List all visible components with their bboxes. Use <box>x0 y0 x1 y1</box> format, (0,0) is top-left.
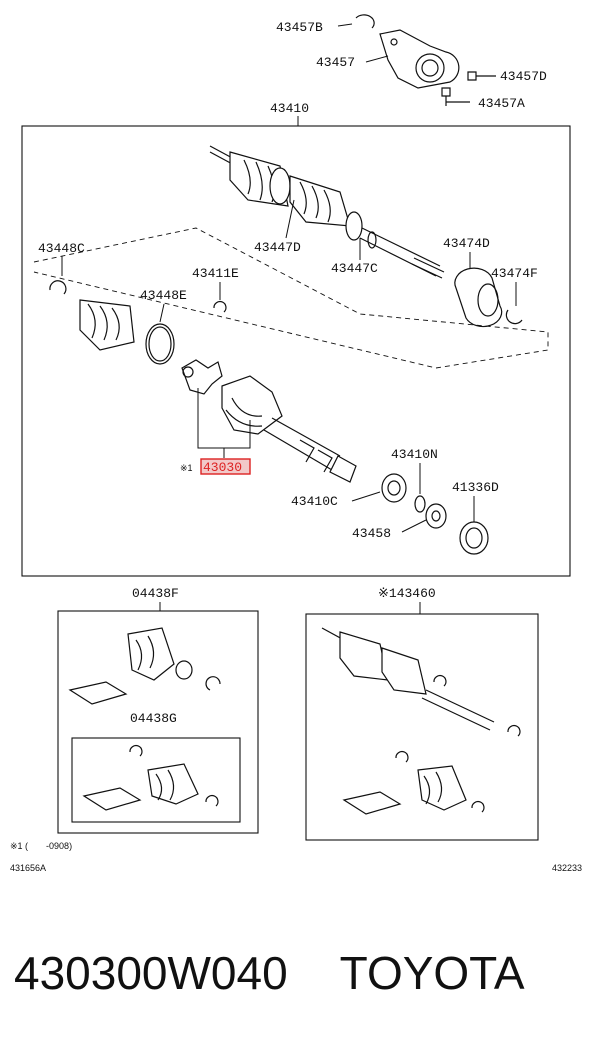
grease-pack-icon <box>82 787 142 811</box>
part-number: 430300W040 <box>14 947 288 999</box>
label-43410N: 43410N <box>391 447 438 462</box>
snap-ring-icon <box>355 14 375 29</box>
label-43457A: 43457A <box>478 96 525 111</box>
dust-seal-icon <box>459 521 489 555</box>
boot-icon <box>127 627 175 681</box>
bearing-bracket-assembly: 43457B 43457 43457D 43457A <box>276 14 547 111</box>
bolt-icon <box>441 87 470 106</box>
grease-pack-icon <box>68 681 128 705</box>
bolt-icon <box>467 71 496 81</box>
label-43447C: 43447C <box>331 261 378 276</box>
label-04438F: 04438F <box>132 586 179 601</box>
clamp-icon <box>205 676 221 691</box>
boot-band-icon <box>145 323 175 365</box>
outboard-joint-icon <box>339 631 389 681</box>
label-43030: 43030 <box>203 460 242 475</box>
code-left: 431656A <box>10 863 46 873</box>
boot-kit-04438F-box <box>57 610 259 834</box>
brand-name: TOYOTA <box>339 947 525 999</box>
label-43474D: 43474D <box>443 236 490 251</box>
footnote: ※1 ( -0908) <box>10 841 72 851</box>
outboard-joint-43460-box <box>305 613 539 841</box>
clamp-icon <box>205 794 219 807</box>
label-43448E: 43448E <box>140 288 187 303</box>
clamp-icon <box>505 309 523 325</box>
code-right: 432233 <box>552 863 582 873</box>
label-43457D: 43457D <box>500 69 547 84</box>
washer-icon <box>425 503 447 529</box>
part-caption: 430300W040 TOYOTA <box>14 946 586 1000</box>
clamp-icon <box>395 750 409 763</box>
label-43410: 43410 <box>270 101 309 116</box>
clamp-icon <box>129 744 143 757</box>
parts-diagram: 43457B 43457 43457D 43457A 43410 43447D <box>10 14 582 873</box>
inboard-joint <box>181 359 357 483</box>
label-43448C: 43448C <box>38 241 85 256</box>
outboard-shaft <box>209 145 445 279</box>
label-43411E: 43411E <box>192 266 239 281</box>
clamp-icon <box>49 280 67 295</box>
snap-ring-icon <box>213 300 227 313</box>
label-43457: 43457 <box>316 55 355 70</box>
housing-icon <box>221 375 283 435</box>
highlight-43030 <box>200 458 251 475</box>
label-04438G: 04438G <box>130 711 177 726</box>
clamp-icon <box>433 674 447 687</box>
clamp-icon <box>507 724 521 737</box>
label-41336D: 41336D <box>452 480 499 495</box>
label-43457B: 43457B <box>276 20 323 35</box>
label-43474F: 43474F <box>491 266 538 281</box>
snap-ring-icon <box>414 495 426 513</box>
label-43410C: 43410C <box>291 494 338 509</box>
boot-kit-04438G-box <box>71 737 241 823</box>
grease-pack-icon <box>342 791 402 815</box>
label-43447D: 43447D <box>254 240 301 255</box>
clamp-icon <box>471 800 485 813</box>
bearing-icon <box>381 473 407 503</box>
drive-shaft-assembly-box <box>21 125 571 577</box>
label-43030-prefix: ※1 <box>180 463 193 473</box>
inner-boot-icon <box>289 175 351 227</box>
label-43458: 43458 <box>352 526 391 541</box>
label-43460: ※143460 <box>378 586 436 601</box>
